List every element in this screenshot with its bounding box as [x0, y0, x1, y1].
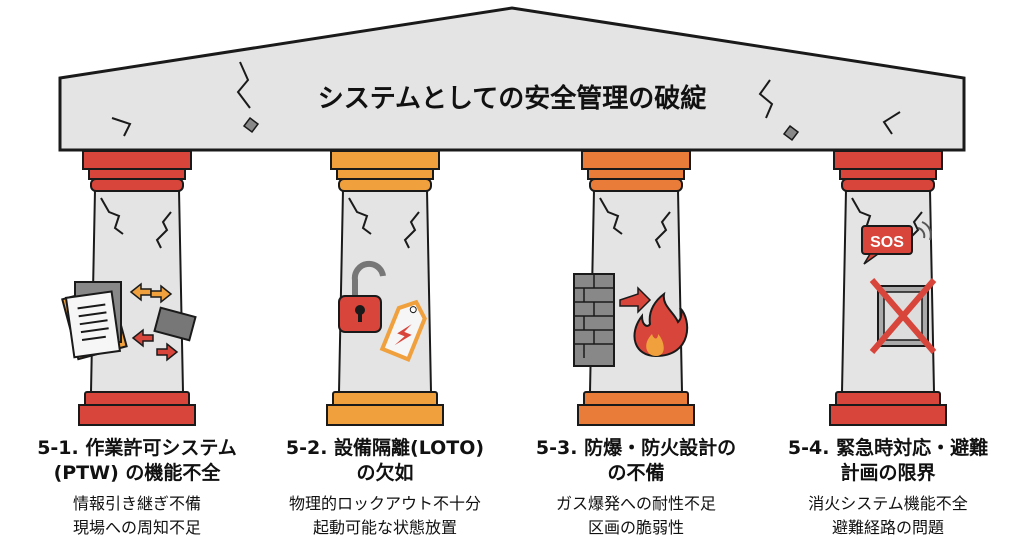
pillar-subtext: 物理的ロックアウト不十分起動可能な状態放置	[257, 492, 513, 540]
pillar-sub-2: 現場への周知不足	[72, 518, 201, 537]
pillar-subtext: 情報引き継ぎ不備現場への周知不足	[9, 492, 265, 540]
pillar-heading: 5-1. 作業許可システム	[37, 437, 237, 459]
pillar-heading: 計画の限界	[840, 462, 936, 484]
pillar-heading: の欠如	[356, 462, 414, 484]
roof	[58, 6, 966, 152]
unlocked-padlock-icon	[338, 260, 427, 362]
pillar-heading: 5-2. 設備隔離(LOTO)	[285, 437, 485, 459]
pillar-subtext: 消火システム機能不全避難経路の問題	[760, 492, 1016, 540]
pillar-heading: 5-3. 防爆・防火設計の	[535, 437, 737, 459]
pillar-sub-2: 区画の脆弱性	[587, 518, 684, 537]
page-title: システムとしての安全管理の破綻	[317, 84, 707, 114]
sos-label: SOS	[870, 234, 904, 251]
pillar-3	[573, 150, 695, 426]
pillar-caption-2: 5-2. 設備隔離(LOTO) の欠如 物理的ロックアウト不十分起動可能な状態放…	[257, 436, 513, 540]
documents-arrows-icon	[61, 281, 197, 362]
pillar-1	[61, 150, 197, 426]
pillar-sub-2: 避難経路の問題	[831, 518, 944, 537]
sos-blocked-exit-icon: SOS	[861, 221, 937, 354]
pillar-heading: の不備	[607, 462, 665, 484]
pillar-heading: (PTW) の機能不全	[53, 462, 221, 484]
pillar-caption-1: 5-1. 作業許可システム (PTW) の機能不全 情報引き継ぎ不備現場への周知…	[9, 436, 265, 540]
pillar-4: SOS	[829, 150, 947, 426]
pillar-sub-1: ガス爆発への耐性不足	[555, 494, 716, 513]
pillar-sub-1: 物理的ロックアウト不十分	[288, 494, 481, 513]
pillar-heading: 5-4. 緊急時対応・避難	[787, 437, 989, 459]
pillar-sub-2: 起動可能な状態放置	[312, 518, 457, 537]
pillar-caption-3: 5-3. 防爆・防火設計の の不備 ガス爆発への耐性不足区画の脆弱性	[508, 436, 764, 540]
pillar-caption-4: 5-4. 緊急時対応・避難 計画の限界 消火システム機能不全避難経路の問題	[760, 436, 1016, 540]
pillar-subtext: ガス爆発への耐性不足区画の脆弱性	[508, 492, 764, 540]
pillar-sub-1: 消火システム機能不全	[808, 494, 968, 513]
pillar-2	[326, 150, 444, 426]
brick-wall-fire-icon	[573, 273, 689, 367]
pillar-sub-1: 情報引き継ぎ不備	[72, 494, 201, 513]
